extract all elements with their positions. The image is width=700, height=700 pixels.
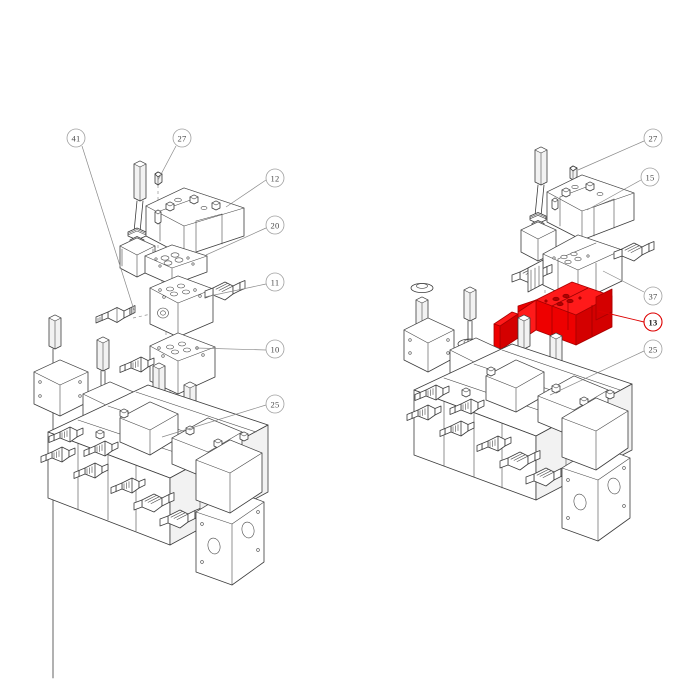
valve-top-ports [552,251,590,265]
part-25-manifold-assembly-right [403,282,633,542]
explode-axis-line [132,311,161,319]
part-25-manifold-assembly-left [33,314,269,679]
callout-leader-line [81,145,135,311]
callout-25[interactable]: 25 [549,339,663,396]
manifold-stem [96,336,110,372]
part-20-gasket-plate [144,244,208,286]
callout-label: 25 [648,345,657,355]
right-assembly-view [403,146,655,542]
callout-10[interactable]: 10 [195,339,285,359]
callout-label: 10 [270,345,279,355]
callout-27[interactable]: 27 [577,128,663,171]
callout-layer: 41 27 12 20 11 10 25 27 15 37 13 25 [66,128,663,438]
callout-11[interactable]: 11 [204,272,285,298]
callout-leader-line [577,140,645,171]
callout-20[interactable]: 20 [205,215,285,256]
callout-bubble[interactable] [66,128,86,148]
callout-12[interactable]: 12 [225,168,285,208]
callout-label: 13 [648,318,657,328]
callout-25[interactable]: 25 [161,394,285,438]
callout-label: 25 [270,400,279,410]
callout-label: 15 [645,173,654,183]
callout-leader-line [549,350,645,396]
callout-bubble[interactable] [643,312,663,332]
callout-bubble[interactable] [265,215,285,235]
block-lower-ports [157,341,205,358]
valve-top-bosses [165,194,221,212]
manifold-stem [463,286,477,322]
highlight-top-ports [544,293,582,307]
callout-41[interactable]: 41 [66,128,135,311]
part-15-solenoid-valve-body [520,146,635,262]
solenoid-top-bosses [561,181,604,198]
callout-label: 27 [177,134,186,144]
callout-leader-line [204,283,267,298]
callout-bubble[interactable] [643,286,663,306]
callout-label: 20 [270,221,279,231]
callout-bubble[interactable] [265,339,285,359]
callout-leader-line [225,179,267,208]
manifold-stem [517,314,531,350]
callout-label: 11 [271,278,280,288]
part-12-solenoid-valve-body [119,160,245,278]
callout-leader-line [602,270,645,293]
gasket-ports [154,252,195,268]
part-41-cartridge-fitting [95,305,136,324]
callout-label: 27 [648,134,657,144]
callout-bubble[interactable] [640,167,660,187]
callout-bubble[interactable] [265,272,285,292]
callout-leader-line [195,347,267,351]
callout-leader-line [157,145,177,181]
manifold-top-bosses [461,366,615,407]
manifold-subblock [119,401,179,456]
callout-leader-line [205,227,267,256]
callout-bubble[interactable] [643,128,663,148]
callout-leader-line [161,404,267,438]
callout-leader-line [586,179,642,211]
part-37-directional-valve-section [511,234,655,303]
callout-27[interactable]: 27 [157,128,192,181]
callout-bubble[interactable] [643,339,663,359]
block-top-ports [158,283,202,299]
callout-37[interactable]: 37 [602,270,663,306]
callout-label: 12 [270,174,279,184]
part-11-valve-block-upper [149,275,246,338]
callout-13-highlighted[interactable]: 13 [597,310,663,332]
callout-15[interactable]: 15 [586,167,660,211]
callout-label: 37 [648,292,657,302]
left-assembly-view [33,160,269,679]
callout-leader-line [597,310,645,323]
part-27-plunger-pin-right [569,165,578,181]
callout-bubble[interactable] [172,128,192,148]
callout-bubble[interactable] [265,394,285,414]
callout-label: 41 [71,134,80,144]
callout-bubble[interactable] [265,168,285,188]
